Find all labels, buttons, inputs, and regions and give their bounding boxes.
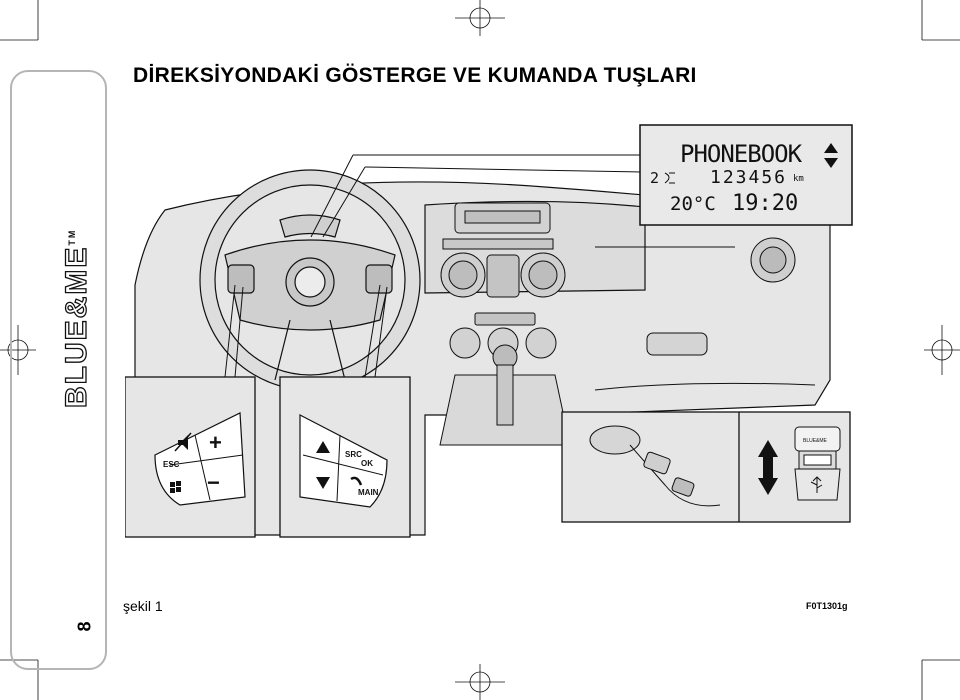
- headlight-icon: [664, 172, 675, 184]
- left-controls-inset: ESC + −: [125, 376, 256, 538]
- dashboard-illustration: PHONEBOOK 2 123456 km 20°C 19:20 ESC + −: [125, 124, 853, 538]
- brand-logo: BLUE&METM: [59, 228, 93, 409]
- usb-symbol-icon: [810, 476, 823, 493]
- figure-code: F0T1301g: [806, 601, 848, 611]
- display-odometer-unit: km: [793, 174, 804, 184]
- phone-icon[interactable]: [350, 476, 363, 486]
- mute-icon[interactable]: [174, 432, 192, 452]
- lcd-display: PHONEBOOK 2 123456 km 20°C 19:20: [639, 124, 853, 226]
- display-callout-lines: [310, 154, 641, 238]
- display-clock: 19:20: [732, 191, 798, 216]
- usb-module-label: BLUE&ME: [803, 438, 828, 444]
- main-label: MAIN: [358, 488, 379, 497]
- src-label: SRC: [345, 450, 362, 459]
- arrow-down-icon[interactable]: [316, 477, 330, 489]
- volume-down-button[interactable]: −: [207, 470, 220, 495]
- display-title: PHONEBOOK: [680, 140, 803, 168]
- display-odometer: 123456: [710, 167, 787, 188]
- arrow-up-icon[interactable]: [316, 441, 330, 453]
- figure-caption: şekil 1: [123, 598, 163, 614]
- usb-inset: BLUE&ME: [561, 411, 851, 523]
- steering-wheel: [199, 169, 421, 391]
- right-controls-inset: SRC OK MAIN: [279, 376, 411, 538]
- volume-up-button[interactable]: +: [209, 430, 222, 455]
- center-stack: [439, 202, 571, 446]
- scroll-arrows-icon: [824, 143, 838, 168]
- side-tab: [10, 70, 107, 670]
- ok-label: OK: [361, 459, 373, 468]
- display-status-left: 2: [650, 169, 659, 187]
- page-title: DİREKSİYONDAKİ GÖSTERGE VE KUMANDA TUŞLA…: [133, 64, 697, 87]
- display-temperature: 20°C: [670, 193, 716, 215]
- right-dash: [594, 237, 816, 391]
- inset-callout-lines: [224, 284, 388, 378]
- esc-label: ESC: [163, 460, 180, 469]
- page-number: 8: [74, 621, 95, 632]
- move-arrows-icon: [758, 440, 778, 495]
- windows-icon[interactable]: [170, 481, 181, 493]
